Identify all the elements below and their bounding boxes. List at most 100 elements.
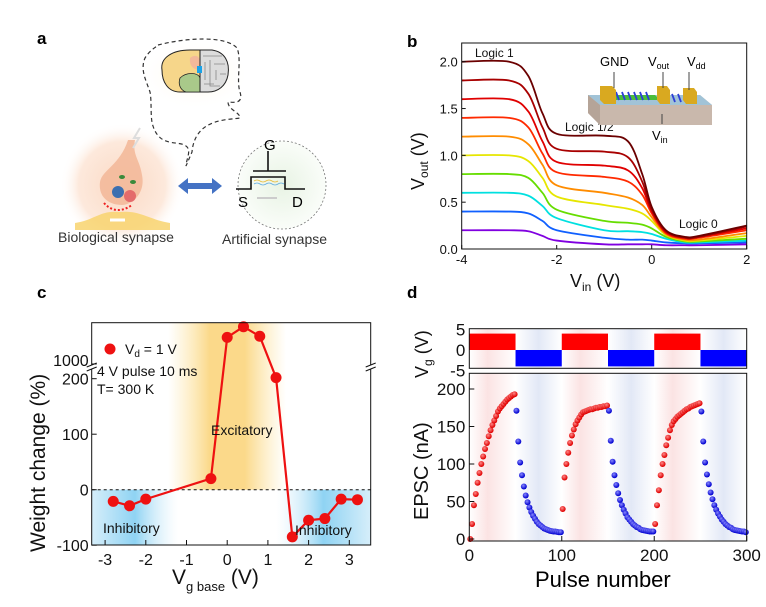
legend-label: Vd = 1 V [125,341,178,360]
y-tick-label-d: 0 [456,530,465,549]
potentiation-point [659,461,666,467]
potentiation-point [604,402,611,409]
potentiation-point [661,452,668,458]
depression-point [709,496,716,503]
y-tick-label-d: 150 [437,418,465,437]
y-tick-label-b: 0.0 [440,242,458,257]
depression-point [742,529,749,536]
x-tick-label-d: 0 [465,546,474,565]
depression-point [520,483,527,490]
depression-point [557,529,564,536]
axis-break-gap [86,365,97,369]
y-tick-label-b: 2.0 [440,55,458,70]
depression-point [613,482,620,488]
y-axis-label-c: Weight change (%) [27,374,50,552]
y-tick-label-c: 200 [62,372,89,389]
region-label-inhibitory-left: Inhibitory [103,520,160,536]
axis-break-mark [365,362,376,372]
weight-change-point [303,514,315,526]
y-axis-label-b: Vout (V) [408,132,431,190]
vtc-series-line [461,59,747,239]
phase-shade-bottom [654,373,701,541]
x-tick-label-b: 2 [743,252,750,267]
y-tick-label-c: -100 [57,538,89,555]
depression-point [517,459,524,466]
legend-marker [104,343,116,355]
potentiation-point [565,449,572,456]
x-axis-label-c: Vg base (V) [172,566,259,594]
potentiation-point [485,433,492,440]
transistor-icon [236,151,305,199]
positive-gate-pulse [469,333,516,350]
depression-point [605,407,612,414]
depression-point [617,497,624,503]
y-tick-label-d: 200 [437,380,465,399]
y-tick-label-d-top: 5 [456,321,465,340]
panel-a: a [37,29,327,247]
weight-change-point [205,473,217,485]
panel-label-b: b [407,32,417,51]
artificial-synapse-caption: Artificial synapse [222,231,327,247]
vtc-series-line [461,116,747,241]
x-tick-label-b: 0 [648,252,655,267]
potentiation-point [665,434,672,441]
head-outline [142,38,242,167]
note-temperature: T= 300 K [97,381,155,397]
x-tick-label-b: -2 [551,252,563,267]
depression-point [618,502,625,509]
depression-point [707,489,714,496]
weight-change-point [351,494,363,506]
x-tick-label-c: -1 [179,552,193,569]
panel-label-a: a [37,29,47,48]
annotation-logic-0: Logic 0 [679,217,718,231]
depression-point [611,472,618,479]
phase-shade-bottom [608,373,655,541]
potentiation-point [561,474,568,481]
depression-point [700,438,707,445]
annotation-logic-1: Logic 1 [475,46,514,60]
plot-frame-d-bottom [468,372,748,542]
potentiation-point [470,502,477,509]
weight-change-point [286,531,298,543]
x-tick-label-d: 100 [548,546,576,565]
potentiation-point [493,413,500,419]
positive-gate-pulse [561,333,608,350]
inset-label-vin: Vin [652,128,668,145]
y-tick-label-b: 0.5 [440,195,458,210]
x-tick-label-c: -3 [98,552,112,569]
potentiation-point [652,521,659,527]
x-tick-label-c: 0 [223,552,232,569]
device-inset-illustration [588,72,712,125]
depression-point [702,459,709,466]
depression-point [607,437,614,444]
depression-point [650,528,657,535]
vtc-series-line [461,78,747,240]
artificial-synapse-circle [237,140,327,230]
potentiation-point [657,472,664,479]
potentiation-point [559,506,566,512]
epsc-plot [467,391,749,542]
depression-point [515,438,522,445]
drain-label: D [292,194,303,211]
y-tick-label-d-top: -5 [450,362,465,381]
weight-change-point [335,493,347,505]
potentiation-point [474,479,481,486]
x-tick-label-d: 300 [733,546,761,565]
panel-label-d: d [407,283,417,302]
potentiation-point [655,487,662,494]
potentiation-point [666,427,673,434]
potentiation-point [570,426,577,433]
y-tick-label-b: 1.0 [440,148,458,163]
y-tick-label-d: 50 [446,493,465,512]
vtc-series-line [461,135,747,242]
phase-shade-bottom [515,373,562,541]
depression-point [609,458,616,465]
weight-change-point [107,495,119,507]
x-tick-label-c: 3 [345,552,354,569]
depression-point [524,499,531,506]
inset-label-gnd: GND [600,54,629,69]
